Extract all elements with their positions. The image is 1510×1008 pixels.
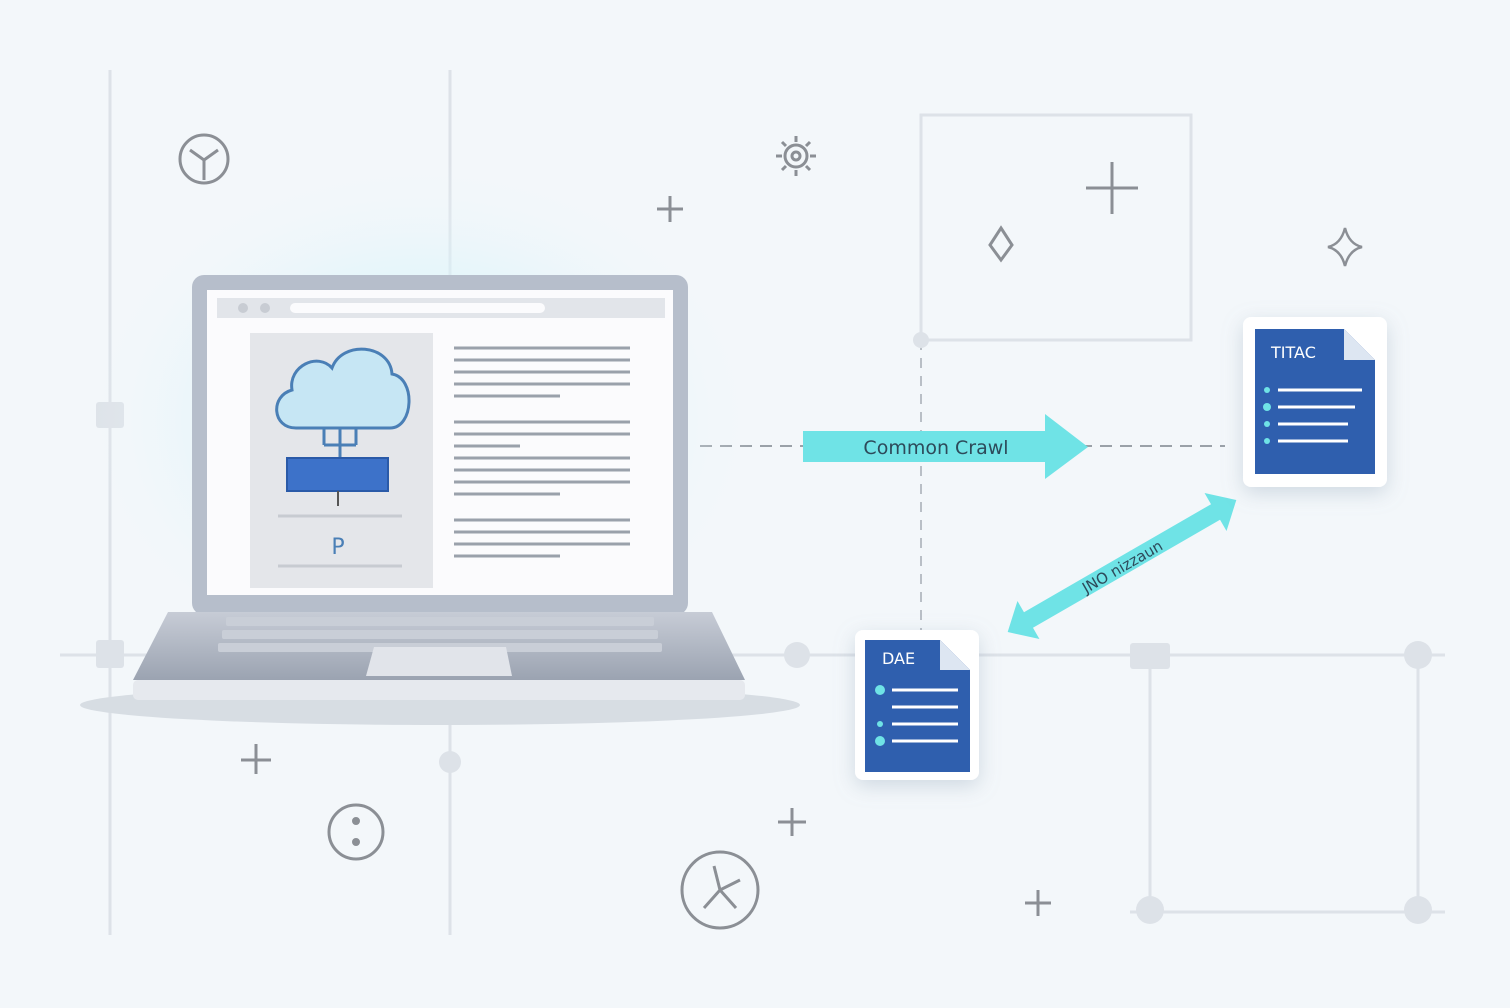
laptop: P (80, 160, 800, 725)
document-bottom-title: DAE (882, 649, 915, 668)
shield-icon (178, 133, 230, 185)
grid-nodes (96, 332, 1432, 924)
drop-icon (988, 225, 1014, 263)
document-right: TITAC (1243, 317, 1387, 487)
screen-letter: P (331, 535, 344, 560)
plus-icon (241, 744, 271, 774)
common-crawl-arrow: Common Crawl (803, 414, 1088, 479)
plus-icon (657, 196, 683, 222)
diagonal-arrow-label: JNO nizzaun (1078, 537, 1166, 598)
common-crawl-label: Common Crawl (863, 437, 1008, 459)
diagonal-double-arrow: JNO nizzaun (1007, 492, 1237, 640)
plus-icon-large (1086, 162, 1138, 214)
info-icon (327, 803, 385, 861)
screen-blue-bar (286, 457, 389, 492)
document-bottom: DAE (855, 630, 979, 780)
laptop-front (133, 680, 745, 700)
turbine-icon (680, 850, 760, 930)
screen-text-lines (454, 346, 630, 558)
plus-icon (1025, 890, 1051, 916)
sparkle-icon (1327, 227, 1363, 267)
gear-icon (776, 136, 816, 176)
plus-icon (778, 808, 806, 836)
cloud-icon (275, 347, 411, 458)
keyboard (218, 617, 662, 652)
touchpad (366, 647, 512, 676)
document-right-title: TITAC (1270, 343, 1316, 362)
